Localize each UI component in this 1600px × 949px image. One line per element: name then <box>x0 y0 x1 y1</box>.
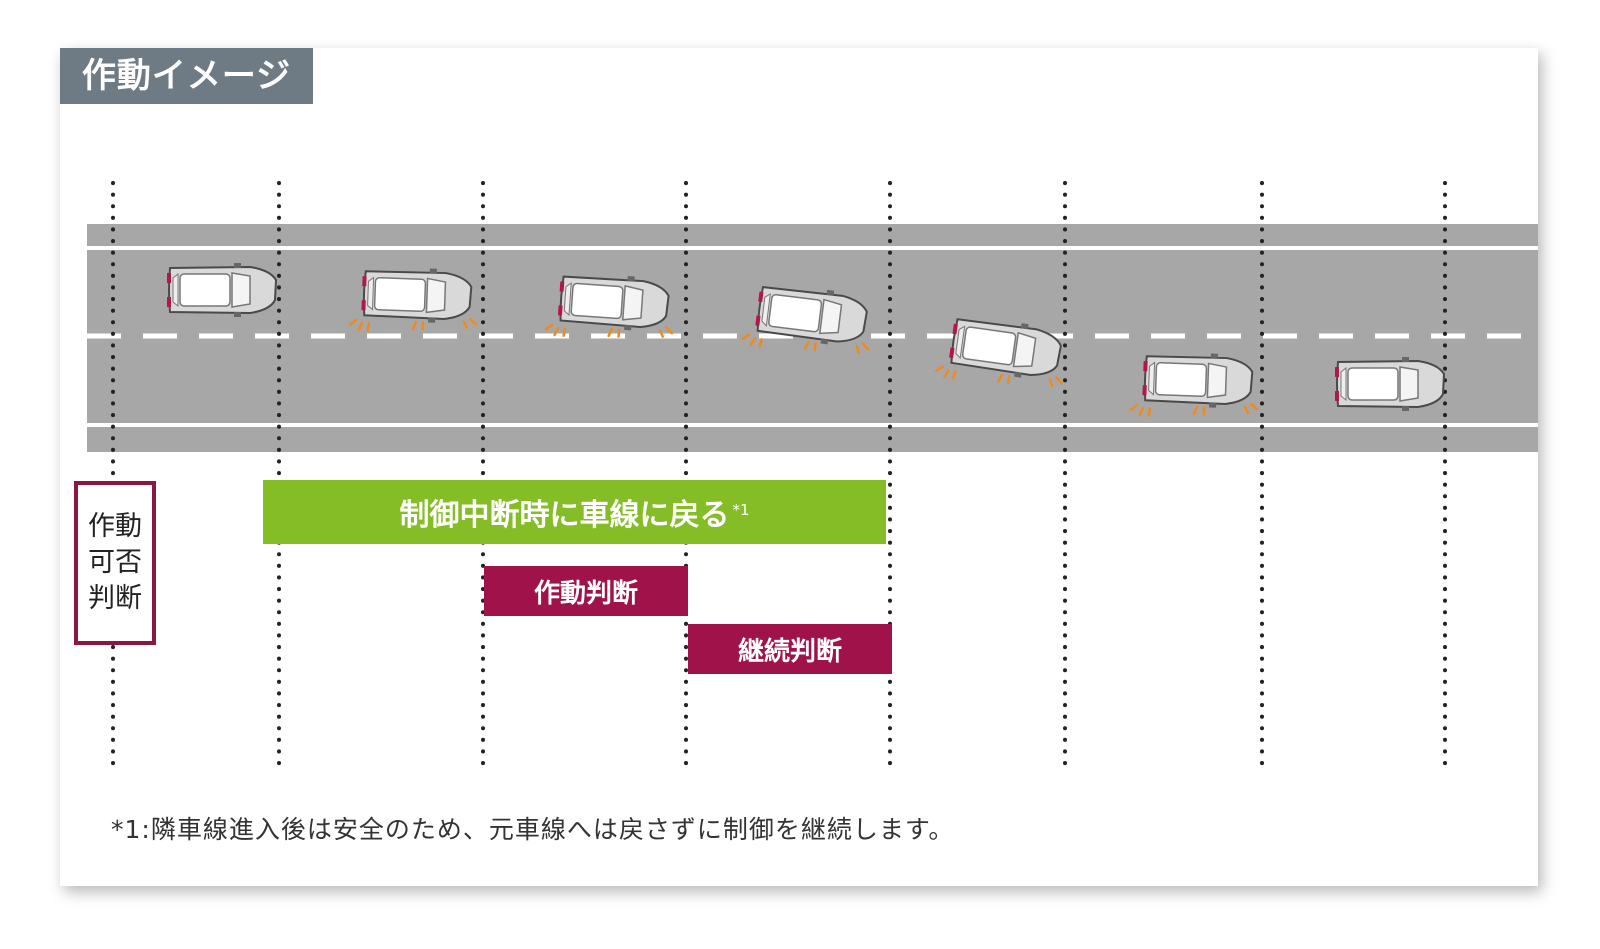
road-edge-line-top <box>87 246 1538 250</box>
judge-line-3: 判断 <box>88 583 142 614</box>
timeline-markers <box>111 181 1447 766</box>
return-to-lane-bar: 制御中断時に車線に戻る*1 <box>263 480 886 544</box>
car-icon <box>1141 350 1254 410</box>
judge-line-1: 作動 <box>88 511 142 542</box>
footnote: *1:隣車線進入後は安全のため、元車線へは戻さずに制御を継続します。 <box>111 815 955 844</box>
car-7 <box>1334 356 1445 412</box>
judge-line-2: 可否 <box>88 547 142 578</box>
car-icon <box>360 265 473 325</box>
judge-box: 作動 可否 判断 <box>74 481 156 645</box>
diagram-title: 作動イメージ <box>60 48 313 104</box>
continue-bar: 継続判断 <box>688 624 892 674</box>
car-icon <box>166 262 277 318</box>
return-to-lane-label: 制御中断時に車線に戻る <box>399 498 730 533</box>
diagram-card <box>60 48 1538 886</box>
footnote-marker: *1 <box>732 501 750 519</box>
car-icon <box>1334 356 1445 412</box>
road-edge-line-bottom <box>87 423 1538 427</box>
car-1 <box>166 262 277 318</box>
decision-bar: 作動判断 <box>484 566 688 616</box>
